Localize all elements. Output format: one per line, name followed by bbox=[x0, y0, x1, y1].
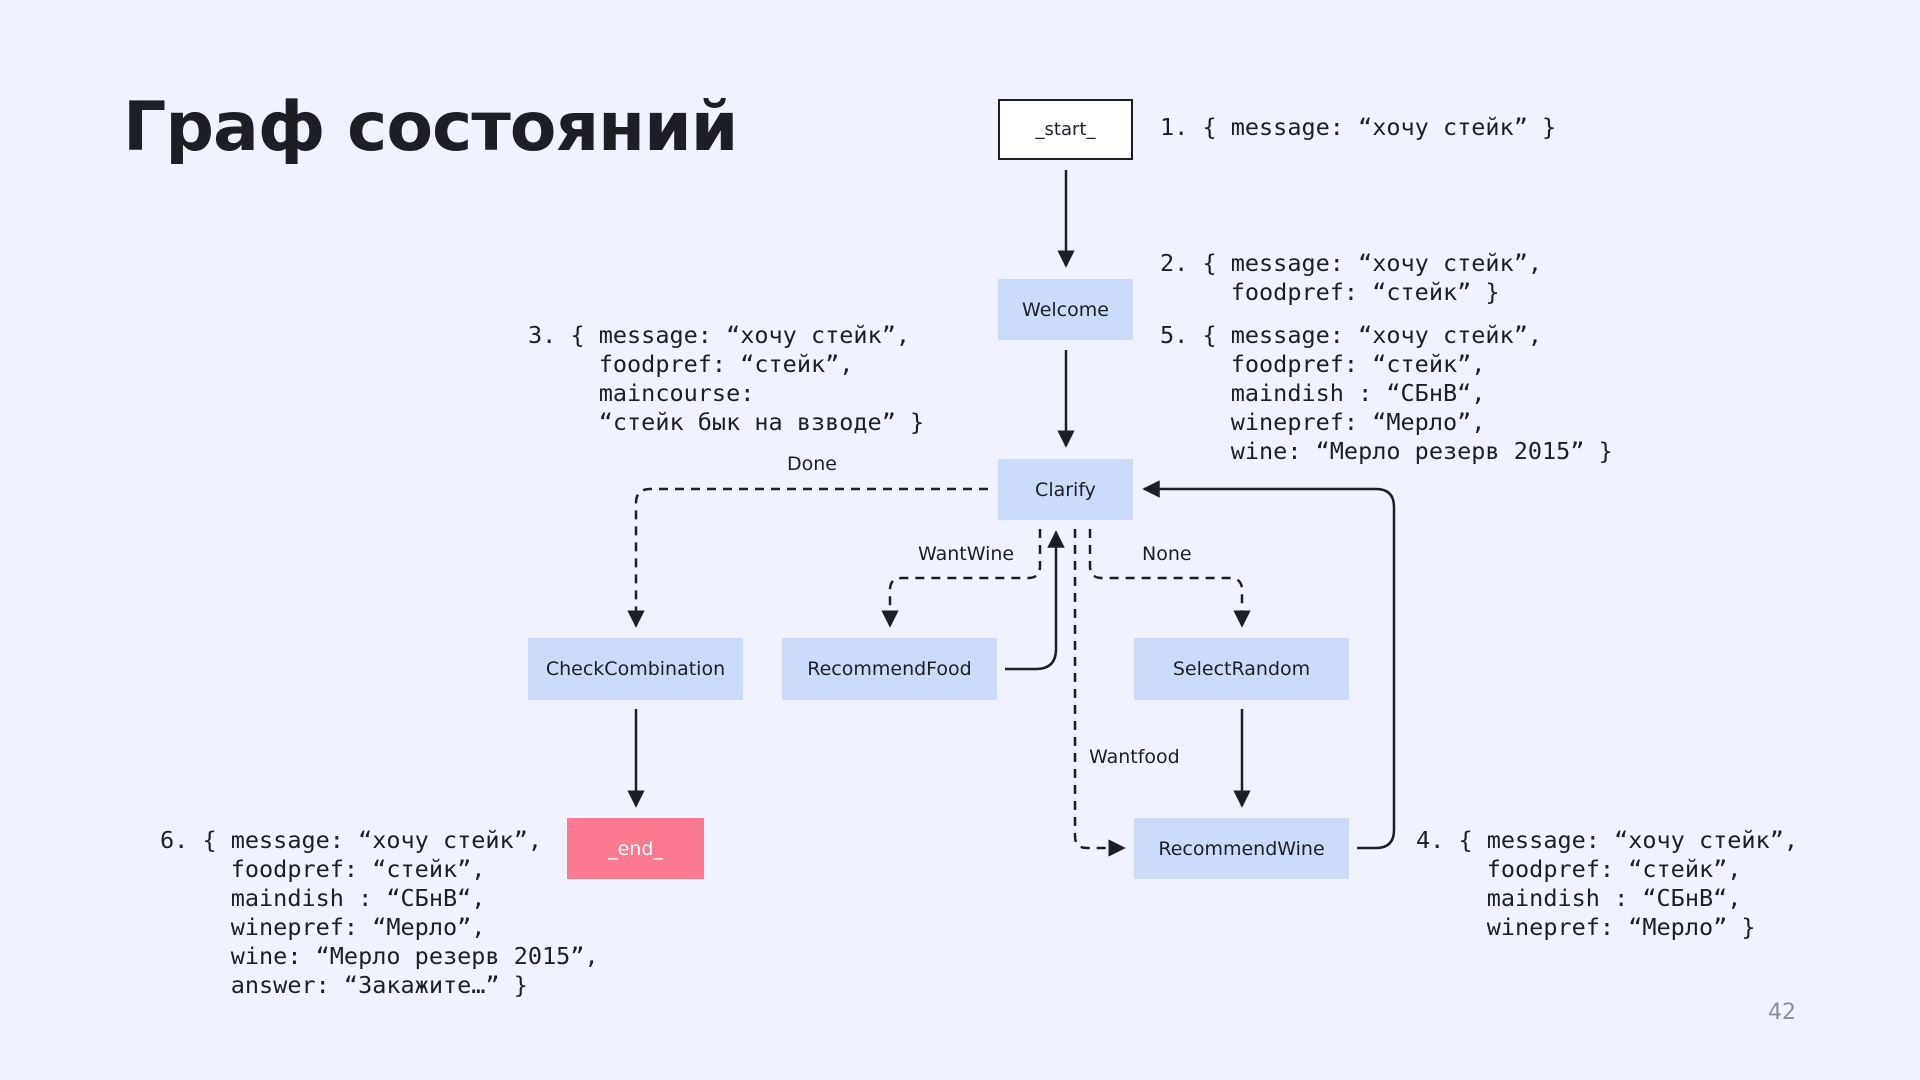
node-end: _end_ bbox=[567, 818, 704, 879]
node-recommend-food: RecommendFood bbox=[782, 638, 997, 700]
edge-recommendfood-clarify bbox=[1005, 530, 1065, 671]
node-start: _start_ bbox=[998, 99, 1133, 160]
edge-label-want-food: Wantfood bbox=[1089, 746, 1180, 768]
edge-clarify-recommendfood bbox=[881, 529, 1042, 628]
edge-recommendwine-clarify bbox=[1142, 480, 1396, 850]
node-recommend-wine: RecommendWine bbox=[1134, 818, 1349, 879]
state-6: 6. { message: “хочу стейк”, foodpref: “с… bbox=[160, 826, 599, 999]
page-title: Граф состояний bbox=[123, 88, 738, 167]
node-clarify: Clarify bbox=[998, 459, 1133, 520]
state-2: 2. { message: “хочу стейк”, foodpref: “с… bbox=[1160, 249, 1543, 306]
edge-clarify-checkcombination bbox=[627, 487, 988, 628]
edge-clarify-selectrandom bbox=[1088, 529, 1251, 628]
node-select-random: SelectRandom bbox=[1134, 638, 1349, 700]
state-1: 1. { message: “хочу стейк” } bbox=[1160, 113, 1557, 141]
edge-label-want-wine: WantWine bbox=[918, 543, 1015, 565]
node-welcome: Welcome bbox=[998, 279, 1133, 340]
page-number: 42 bbox=[1768, 1000, 1796, 1025]
edge-label-none: None bbox=[1142, 543, 1192, 565]
state-4: 4. { message: “хочу стейк”, foodpref: “с… bbox=[1416, 826, 1799, 941]
node-check-combination: CheckCombination bbox=[528, 638, 743, 700]
edge-label-done: Done bbox=[787, 453, 837, 475]
edge-clarify-recommendwine bbox=[1073, 529, 1126, 857]
state-5: 5. { message: “хочу стейк”, foodpref: “с… bbox=[1160, 321, 1613, 465]
state-3: 3. { message: “хочу стейк”, foodpref: “с… bbox=[528, 321, 925, 436]
